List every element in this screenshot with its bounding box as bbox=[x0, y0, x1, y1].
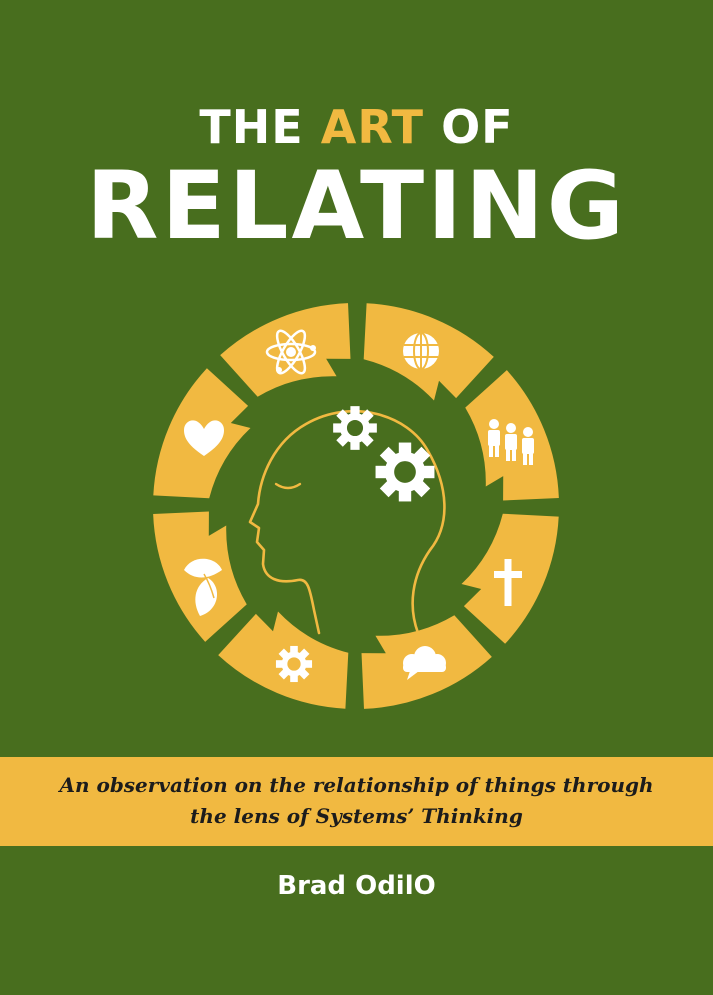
segment-ring bbox=[153, 303, 559, 709]
subtitle-band bbox=[0, 757, 713, 846]
heart-icon bbox=[184, 420, 224, 456]
globe-icon bbox=[403, 332, 439, 370]
title-word-art: ART bbox=[320, 100, 425, 154]
atom-icon bbox=[265, 329, 317, 375]
cross-icon bbox=[494, 559, 522, 606]
head-profile-icon bbox=[248, 410, 446, 635]
title-line-1: THE ART OF bbox=[0, 100, 713, 154]
people-icon bbox=[488, 419, 534, 465]
title-main: RELATING bbox=[86, 152, 627, 261]
subtitle-line-1: An observation on the relationship of th… bbox=[59, 773, 654, 797]
relating-emblem bbox=[153, 303, 559, 709]
subtitle-line-2: the lens of Systems’ Thinking bbox=[190, 804, 523, 828]
segment-top-left bbox=[220, 303, 351, 397]
leaves-icon bbox=[184, 558, 222, 616]
gear-icon bbox=[376, 443, 435, 502]
cloud-icon bbox=[403, 646, 446, 680]
gear-icon bbox=[333, 406, 377, 450]
title-word-the: THE bbox=[199, 100, 304, 154]
title-word-of: OF bbox=[441, 100, 514, 154]
subtitle: An observation on the relationship of th… bbox=[0, 770, 713, 832]
author-name: Brad OdilO bbox=[277, 871, 436, 901]
